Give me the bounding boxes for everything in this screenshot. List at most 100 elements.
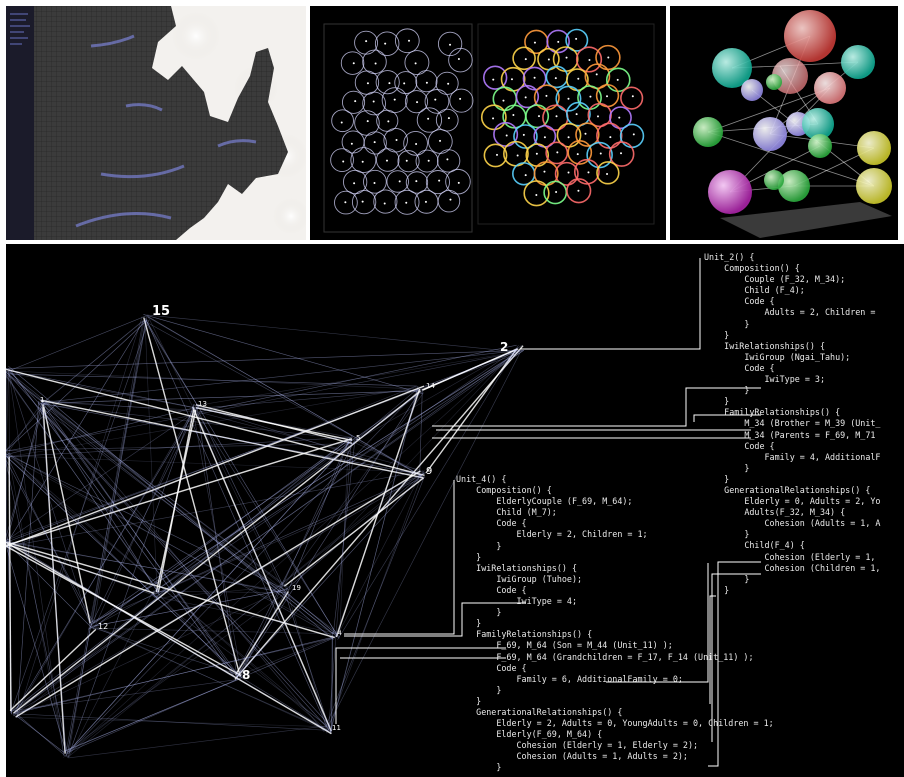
cluster-dot	[543, 136, 546, 139]
network-edge	[146, 314, 520, 353]
cluster-circle	[575, 122, 600, 147]
cluster-circle	[554, 161, 579, 186]
network-edge	[13, 438, 353, 716]
code-line: F_69, M_64 (Son = M_44 (Unit_11) );	[456, 640, 673, 651]
network-edge	[14, 637, 336, 713]
code-line: Child (M_7);	[456, 507, 557, 518]
cluster-dot	[449, 198, 452, 201]
network-edge	[355, 389, 417, 441]
cluster-circle	[596, 122, 623, 149]
network-edge	[283, 477, 425, 587]
cluster-dot	[584, 132, 587, 135]
network-edge	[63, 677, 241, 753]
cluster-dot	[384, 42, 387, 45]
network-edge	[7, 369, 41, 405]
network-edge	[44, 350, 518, 403]
network-edge	[235, 472, 425, 678]
cluster-dot	[449, 43, 452, 46]
code-line: Cohesion (Adults = 1, A	[704, 518, 881, 529]
network-edge	[282, 392, 424, 588]
network-edge	[6, 455, 422, 473]
network-edge	[7, 541, 335, 639]
network-edge	[6, 542, 331, 733]
network-edge	[9, 368, 235, 678]
network-edge	[42, 404, 66, 754]
code-line: }	[704, 529, 750, 540]
code-line: Code {	[456, 662, 527, 673]
cluster-circle	[545, 65, 569, 89]
network-edge	[38, 402, 160, 596]
code-line: Composition() {	[704, 263, 800, 274]
network-edge	[354, 347, 518, 442]
code-line: Adults = 2, Children =	[704, 307, 876, 318]
network-edge	[6, 410, 197, 542]
network-edge	[6, 374, 159, 592]
code-line: }	[456, 695, 482, 706]
network-edge	[235, 588, 289, 678]
cluster-dot	[427, 159, 430, 162]
cluster-circle	[362, 91, 386, 116]
cluster-circle	[397, 150, 420, 173]
cluster-dot	[403, 82, 406, 85]
network-edge	[6, 407, 197, 455]
cluster-dot	[438, 179, 441, 182]
node-label-11: 11	[332, 724, 341, 732]
cluster-dot	[575, 113, 578, 116]
cluster-circle	[415, 70, 438, 93]
cluster-dot	[596, 115, 599, 118]
cluster-circle	[363, 131, 387, 155]
network-edge	[65, 679, 239, 751]
cluster-dot	[457, 181, 460, 184]
cluster-dot	[366, 120, 369, 123]
cluster-circle	[416, 107, 443, 133]
network-edge	[6, 540, 289, 594]
network-edge	[419, 389, 423, 475]
code-line: Cohesion (Children = 1,	[704, 562, 881, 573]
cluster-circle	[619, 123, 645, 149]
cluster-circle	[350, 147, 377, 174]
cluster-circle	[394, 28, 420, 54]
cluster-dot	[556, 151, 559, 154]
network-edge	[66, 320, 146, 752]
code-line: }	[704, 573, 750, 584]
cluster-dot	[512, 114, 515, 117]
cluster-circle	[354, 30, 379, 55]
network-edge	[337, 345, 519, 640]
network-edge	[143, 317, 241, 677]
network-edge	[145, 317, 329, 731]
network-edge	[327, 352, 521, 727]
cluster-dot	[543, 170, 546, 173]
cluster-dot	[492, 78, 495, 81]
node-label-5: 5	[356, 434, 361, 442]
node-label-8: 8	[242, 668, 251, 682]
cluster-circle	[573, 158, 600, 185]
network-edge	[282, 588, 340, 638]
network-edge	[40, 399, 424, 479]
network-edge	[6, 541, 158, 597]
cluster-circle	[341, 90, 366, 114]
network-edge	[155, 436, 353, 598]
cluster-dot	[588, 59, 591, 62]
code-line: }	[704, 462, 750, 473]
cluster-circle	[586, 141, 613, 169]
network-edge	[421, 348, 519, 391]
cluster-dot	[361, 160, 364, 163]
code-line: Unit_2() {	[704, 252, 755, 262]
network-edge	[67, 626, 91, 754]
network-edge	[326, 470, 424, 734]
network-edge	[235, 591, 289, 675]
network-edge	[6, 456, 328, 728]
network-edge	[6, 544, 68, 757]
cluster-circle	[330, 148, 354, 172]
network-edge	[145, 319, 337, 635]
cluster-dot	[589, 95, 592, 98]
code-block-unit-2: Unit_2() { Composition() { Couple (F_32,…	[704, 252, 880, 596]
cluster-circle	[523, 180, 550, 207]
network-edge	[7, 319, 145, 543]
network-edge	[237, 635, 337, 677]
cluster-dot	[537, 115, 540, 118]
cluster-dot	[446, 158, 449, 161]
code-line: }	[456, 551, 482, 562]
network-edge	[68, 590, 154, 758]
cluster-circle	[404, 90, 429, 114]
